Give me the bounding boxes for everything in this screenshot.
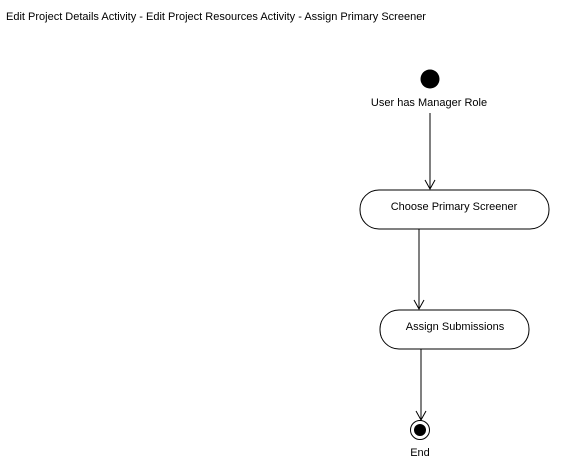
end-node (410, 420, 430, 440)
start-node-label: User has Manager Role (370, 97, 488, 109)
flow-arrow-start-to-choose (424, 113, 436, 191)
activity-assign-submissions (379, 309, 530, 350)
activity-label-assign-submissions: Assign Submissions (405, 321, 505, 333)
diagram-title: Edit Project Details Activity - Edit Pro… (6, 11, 426, 23)
flow-arrow-choose-to-assign (413, 229, 425, 311)
activity-choose-primary-screener (359, 189, 550, 230)
activity-label-choose-primary-screener: Choose Primary Screener (390, 201, 518, 213)
start-node (420, 69, 440, 89)
flow-arrow-assign-to-end (415, 349, 427, 422)
end-node-label: End (410, 447, 430, 459)
